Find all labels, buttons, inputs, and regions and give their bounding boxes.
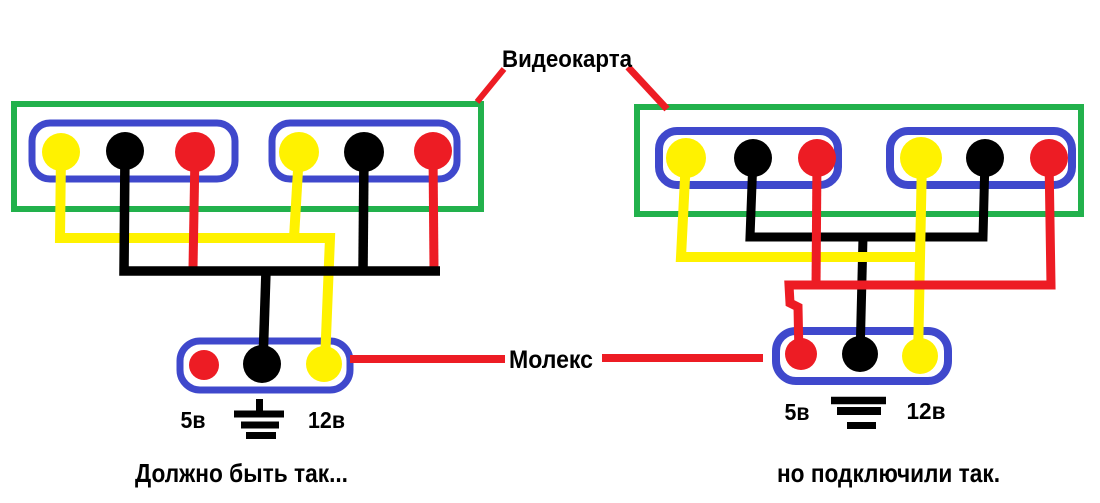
svg-text:Должно быть так...: Должно быть так... <box>135 458 348 488</box>
svg-text:но подключили так.: но подключили так. <box>777 458 1000 488</box>
svg-text:5в: 5в <box>181 407 206 433</box>
svg-text:Видеокарта: Видеокарта <box>502 46 633 73</box>
svg-text:12в: 12в <box>308 407 345 433</box>
svg-text:12в: 12в <box>907 398 946 424</box>
svg-text:Молекс: Молекс <box>509 346 593 374</box>
svg-text:5в: 5в <box>785 399 810 425</box>
